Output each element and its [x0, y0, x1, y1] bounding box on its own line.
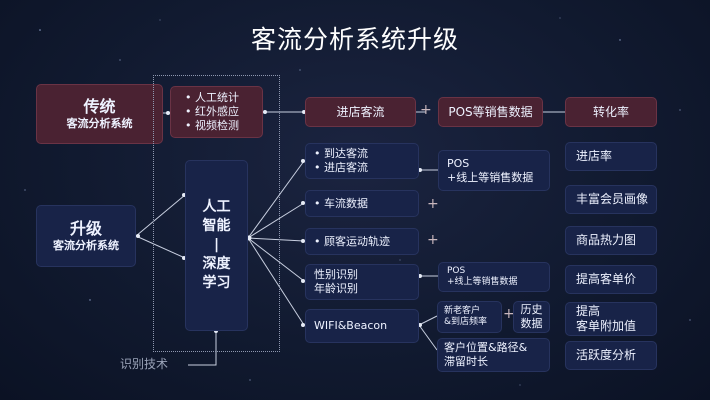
- top-pos-data: POS等销售数据: [438, 97, 543, 127]
- ai-text-line: |: [213, 237, 220, 253]
- history-data-box: 历史 数据: [513, 301, 550, 333]
- traditional-subtitle: 客流分析系统: [66, 117, 133, 130]
- output-order-value: 提高客单价: [565, 265, 657, 294]
- ai-deep-learning-box: 人工 智能 | 深度 学习: [185, 160, 248, 331]
- output-activity-analysis: 活跃度分析: [565, 341, 657, 370]
- ai-text-line: 学习: [202, 275, 231, 291]
- upgraded-system-box: 升级 客流分析系统: [36, 205, 136, 267]
- upgraded-title: 升级: [69, 219, 102, 238]
- mid-trajectory: • 顾客运动轨迹: [305, 228, 419, 255]
- connector-dot-icon: [418, 274, 422, 278]
- new-old-customer-box: 新老客户 &到店频率: [437, 301, 502, 333]
- connector-dot-icon: [418, 168, 422, 172]
- connector-dot-icon: [301, 159, 305, 163]
- plus-sign: +: [427, 232, 439, 248]
- top-store-traffic: 进店客流: [305, 97, 416, 127]
- mid-wifi-beacon: WIFI&Beacon: [305, 309, 419, 343]
- mid-vehicle-data: • 车流数据: [305, 190, 419, 217]
- connector-dot-icon: [418, 323, 422, 327]
- mid-gender-age: 性别识别 年龄识别: [305, 264, 419, 300]
- page-title: 客流分析系统升级: [250, 25, 459, 54]
- mid-arrival-traffic: • 到达客流 • 进店客流: [305, 143, 419, 179]
- upgraded-subtitle: 客流分析系统: [53, 239, 119, 252]
- connector-dot-icon: [166, 111, 170, 115]
- output-member-profile: 丰富会员画像: [565, 185, 657, 214]
- connector-dot-icon: [136, 234, 140, 238]
- connector-dot-icon: [301, 239, 305, 243]
- plus-sign: +: [420, 102, 432, 118]
- traditional-title: 传统: [83, 97, 116, 116]
- pos-online-sales-2: POS +线上等销售数据: [438, 262, 550, 292]
- recognition-label: 识别技术: [120, 357, 169, 371]
- plus-sign: +: [427, 196, 439, 212]
- top-conversion-rate: 转化率: [565, 97, 657, 127]
- connector-dot-icon: [263, 110, 267, 114]
- connector-dot-icon: [301, 279, 305, 283]
- method-item: • 人工统计: [185, 91, 239, 104]
- traditional-system-box: 传统 客流分析系统: [36, 84, 163, 144]
- traditional-methods-box: • 人工统计 • 红外感应 • 视频检测: [170, 86, 263, 138]
- plus-sign: +: [503, 306, 515, 322]
- connector-dot-icon: [301, 201, 305, 205]
- recognition-group-frame: [153, 75, 280, 352]
- connector-dot-icon: [301, 323, 305, 327]
- ai-text-line: 人工: [202, 199, 231, 215]
- method-item: • 视频检测: [185, 119, 239, 132]
- ai-text-line: 深度: [202, 256, 231, 272]
- customer-position-box: 客户位置&路径& 滞留时长: [437, 338, 550, 372]
- output-added-value: 提高 客单附加值: [565, 302, 657, 336]
- method-item: • 红外感应: [185, 105, 239, 118]
- pos-online-sales-1: POS +线上等销售数据: [438, 150, 550, 191]
- output-product-heatmap: 商品热力图: [565, 226, 657, 255]
- ai-text-line: 智能: [202, 218, 231, 234]
- output-store-entry-rate: 进店率: [565, 142, 657, 171]
